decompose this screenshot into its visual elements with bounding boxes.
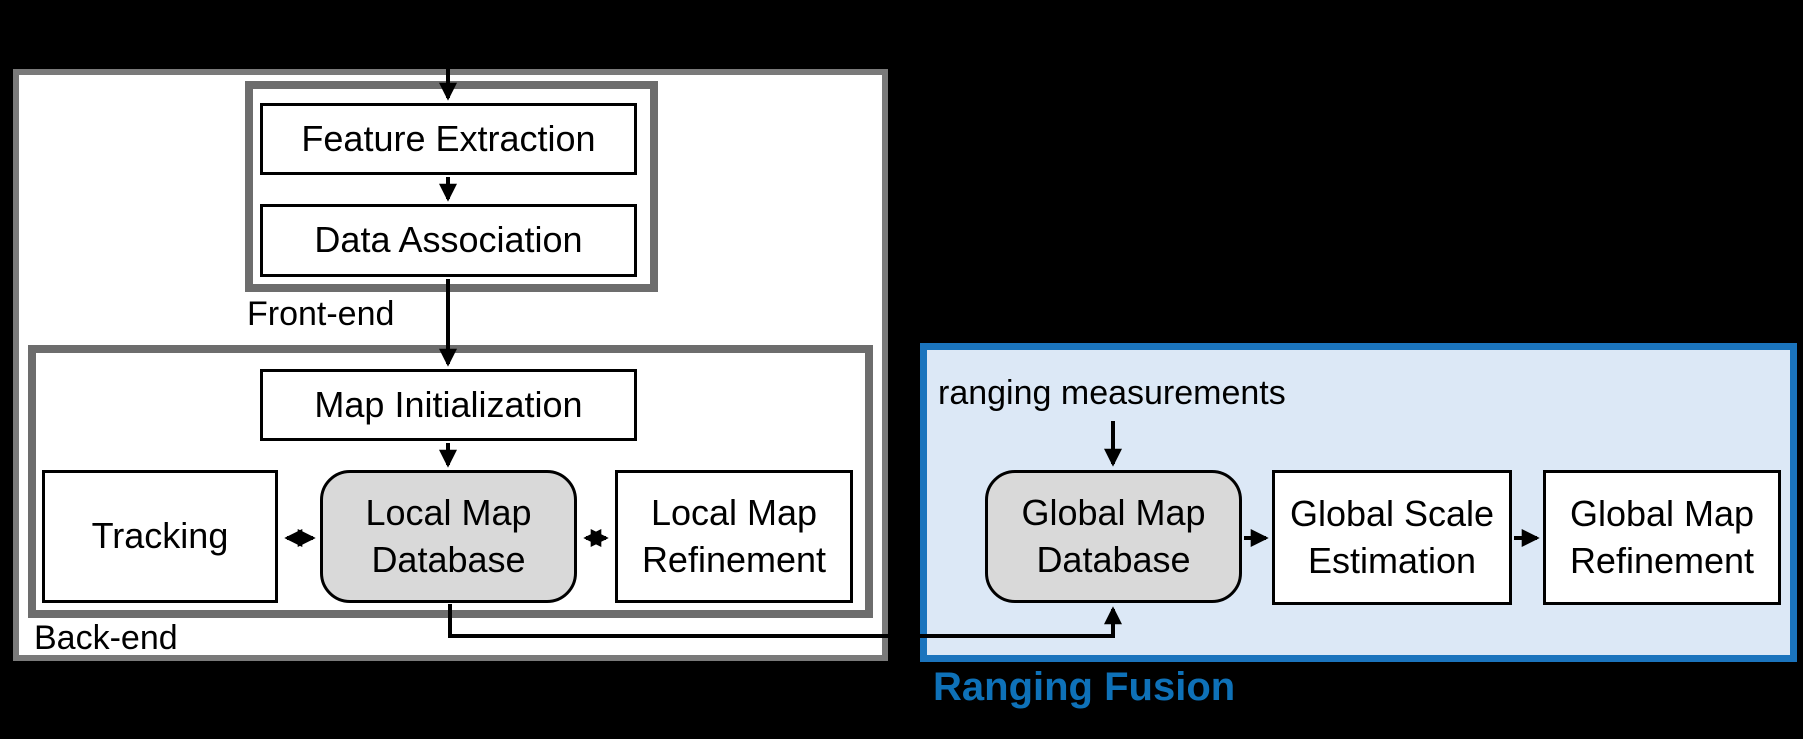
local-map-database-label: Local Map Database [365, 491, 532, 580]
data-association-label: Data Association [314, 219, 583, 261]
ranging-measurements-label: ranging measurements [938, 374, 1286, 412]
map-initialization-label: Map Initialization [314, 383, 583, 425]
local-map-database-box: Local Map Database [320, 470, 577, 603]
feature-extraction-label: Feature Extraction [301, 117, 596, 159]
global-scale-estimation-box: Global Scale Estimation [1272, 470, 1512, 605]
global-map-refinement-label: Global Map Refinement [1569, 492, 1755, 581]
feature-extraction-box: Feature Extraction [260, 103, 637, 175]
global-map-refinement-box: Global Map Refinement [1543, 470, 1781, 605]
global-map-database-label: Global Map Database [1021, 491, 1206, 580]
map-initialization-box: Map Initialization [260, 369, 637, 441]
global-map-database-box: Global Map Database [985, 470, 1242, 603]
tracking-label: Tracking [91, 515, 229, 557]
tracking-box: Tracking [42, 470, 278, 603]
front-end-label: Front-end [247, 295, 395, 333]
local-map-refinement-label: Local Map Refinement [641, 491, 827, 580]
ranging-fusion-label: Ranging Fusion [933, 665, 1236, 709]
local-map-refinement-box: Local Map Refinement [615, 470, 853, 603]
back-end-label: Back-end [34, 619, 178, 657]
global-scale-estimation-label: Global Scale Estimation [1289, 492, 1495, 581]
data-association-box: Data Association [260, 204, 637, 277]
